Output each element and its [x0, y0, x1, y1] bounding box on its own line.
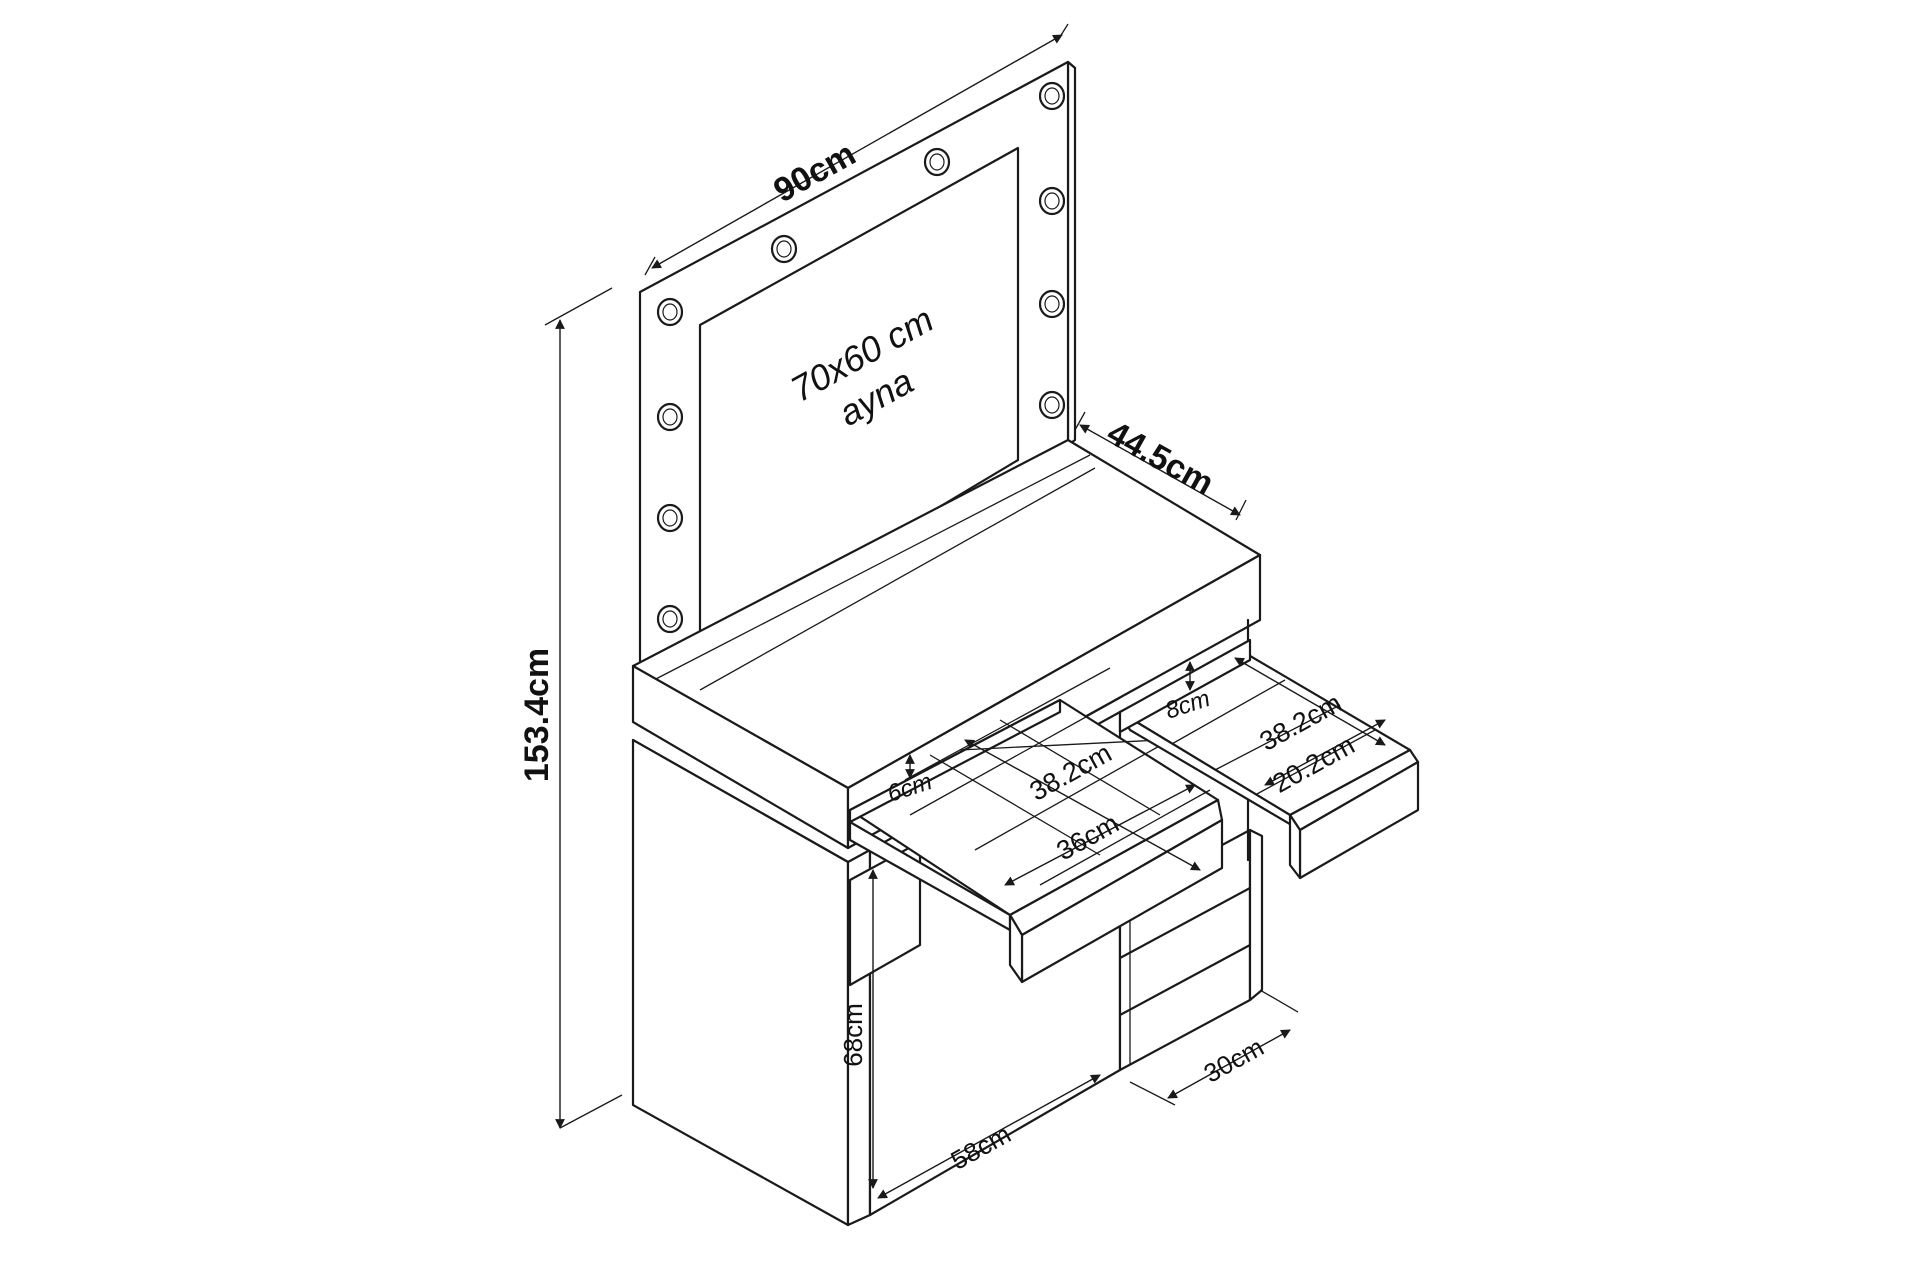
bulb-icon — [1038, 390, 1066, 420]
bulb-icon — [656, 604, 684, 634]
dimension-lines — [544, 23, 1386, 1199]
bulb-icon — [656, 503, 684, 533]
label-total-height: 153.4cm — [518, 648, 556, 782]
bulb-icon — [923, 147, 951, 177]
bulb-icon — [656, 402, 684, 432]
bulb-icon — [1038, 186, 1066, 216]
bulb-icon — [1038, 81, 1066, 111]
bulb-icon — [656, 297, 684, 327]
label-cabinet-width: 30cm — [1199, 1032, 1269, 1089]
bulb-icon — [1038, 289, 1066, 319]
label-desk-height: 68cm — [838, 1003, 868, 1067]
bulb-icon — [770, 234, 798, 264]
